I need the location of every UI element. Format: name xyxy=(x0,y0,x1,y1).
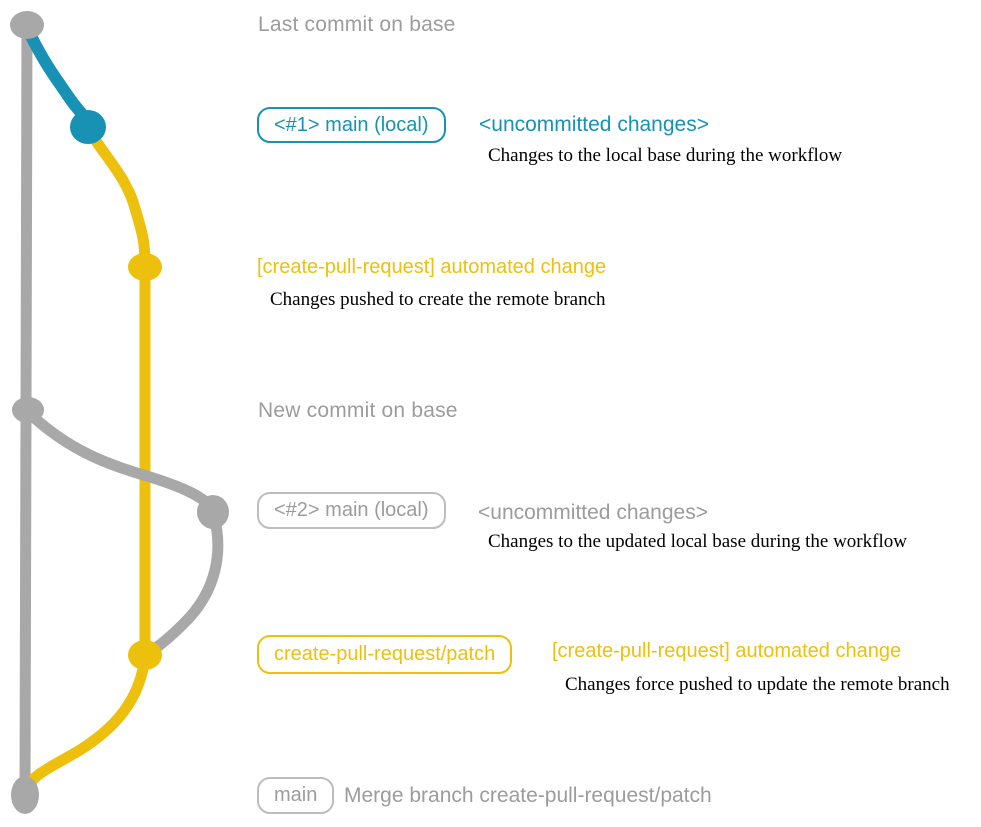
automated-change-2-description: Changes force pushed to update the remot… xyxy=(565,674,950,695)
patch-branch-curve-top xyxy=(84,126,151,271)
branch-badge-create-pull-request-patch: create-pull-request/patch xyxy=(257,635,513,674)
commit-dot-local-main-2 xyxy=(197,495,229,529)
last-commit-title: Last commit on base xyxy=(258,13,456,36)
commit-dot-local-main-1 xyxy=(70,110,106,144)
uncommitted-changes-2-label: <uncommitted changes> xyxy=(478,501,708,524)
commit-dot-last-base xyxy=(10,11,44,39)
merge-commit-message: Merge branch create-pull-request/patch xyxy=(344,784,712,807)
new-commit-title: New commit on base xyxy=(258,399,458,422)
automated-change-2-label: [create-pull-request] automated change xyxy=(552,640,902,662)
local-main-branch-curve xyxy=(21,22,94,131)
automated-change-1-description: Changes pushed to create the remote bran… xyxy=(270,289,606,310)
uncommitted-changes-1-description: Changes to the local base during the wor… xyxy=(488,145,843,166)
commit-dot-automated-change-1 xyxy=(128,253,162,281)
uncommitted-changes-2-description: Changes to the updated local base during… xyxy=(488,531,907,552)
branch-badge-create-pull-request-patch-label: create-pull-request/patch xyxy=(274,643,496,665)
commit-dot-new-base xyxy=(12,397,44,423)
branch-badge-main-local-2-label: <#2> main (local) xyxy=(274,499,429,521)
branch-badge-main-local-1-label: <#1> main (local) xyxy=(274,113,429,136)
commit-dot-automated-change-2 xyxy=(128,640,162,670)
branch-badge-main-local-1: <#1> main (local) xyxy=(257,107,446,143)
branch-badge-main-local-2: <#2> main (local) xyxy=(257,492,446,529)
rebase-curve xyxy=(144,510,224,658)
automated-change-1-label: [create-pull-request] automated change xyxy=(257,256,607,278)
patch-branch-merge-curve xyxy=(20,651,151,798)
base-update-curve xyxy=(22,406,218,514)
commit-dot-merge xyxy=(11,776,39,814)
branch-badge-main: main xyxy=(257,777,335,814)
branch-badge-main-label: main xyxy=(274,784,318,806)
uncommitted-changes-1-label: <uncommitted changes> xyxy=(479,113,709,136)
